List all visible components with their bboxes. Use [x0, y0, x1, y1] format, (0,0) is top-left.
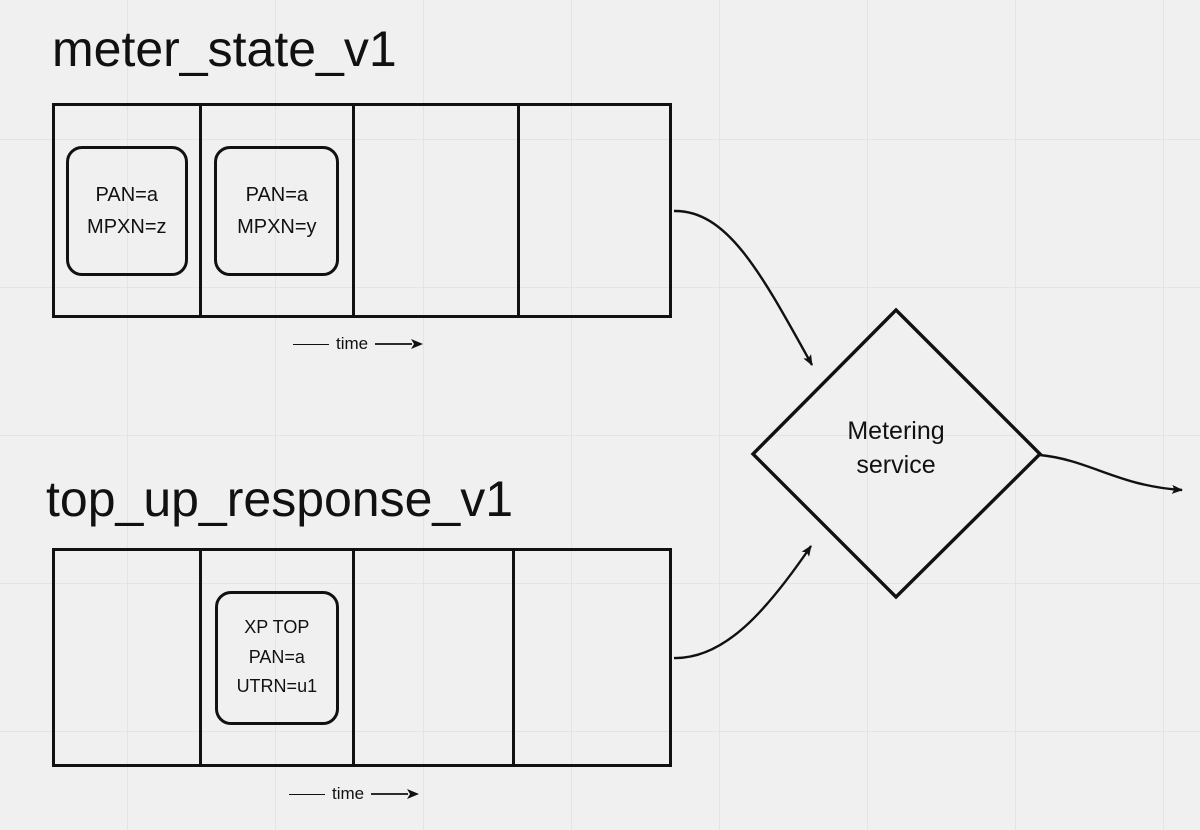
topic-title-meter-state: meter_state_v1: [52, 21, 397, 77]
topic-partition-meter-state[interactable]: PAN=a MPXN=z PAN=a MPXN=y: [52, 103, 672, 318]
time-axis-meter-state: time: [293, 334, 424, 354]
message-line: PAN=a: [95, 183, 158, 206]
topic-cell[interactable]: XP TOP PAN=a UTRN=u1: [202, 551, 356, 764]
message-line: MPXN=z: [87, 215, 167, 238]
metering-service-diamond[interactable]: [750, 307, 1043, 600]
edge-meter-state-to-service: [673, 209, 814, 366]
topic-partition-top-up-response[interactable]: XP TOP PAN=a UTRN=u1: [52, 548, 672, 767]
topic-title-top-up-response: top_up_response_v1: [46, 471, 514, 527]
time-axis-label: time: [332, 784, 365, 803]
message-box[interactable]: PAN=a MPXN=y: [214, 145, 340, 276]
topic-cell[interactable]: [355, 106, 521, 315]
time-axis-top-up-response: time: [289, 784, 420, 804]
time-axis-rule: [289, 793, 325, 795]
message-line: UTRN=u1: [236, 676, 318, 697]
message-line: PAN=a: [248, 646, 305, 667]
topic-cell[interactable]: PAN=a MPXN=z: [55, 106, 202, 315]
topic-cell[interactable]: [520, 106, 669, 315]
topic-cell[interactable]: [355, 551, 515, 764]
message-line: PAN=a: [245, 183, 309, 206]
message-box[interactable]: XP TOP PAN=a UTRN=u1: [214, 590, 339, 725]
time-axis-arrow-icon: [375, 338, 424, 350]
topic-cell[interactable]: [55, 551, 202, 764]
topic-cell[interactable]: PAN=a MPXN=y: [202, 106, 356, 315]
message-box[interactable]: PAN=a MPXN=z: [65, 145, 188, 276]
time-axis-rule: [293, 343, 329, 345]
time-axis-arrow-icon: [371, 788, 420, 800]
topic-cell[interactable]: [515, 551, 669, 764]
edge-service-output: [1039, 453, 1183, 494]
time-axis-label: time: [336, 334, 369, 353]
message-line: MPXN=y: [237, 215, 317, 238]
message-line: XP TOP: [244, 616, 310, 637]
edge-top-up-response-to-service: [673, 545, 812, 660]
